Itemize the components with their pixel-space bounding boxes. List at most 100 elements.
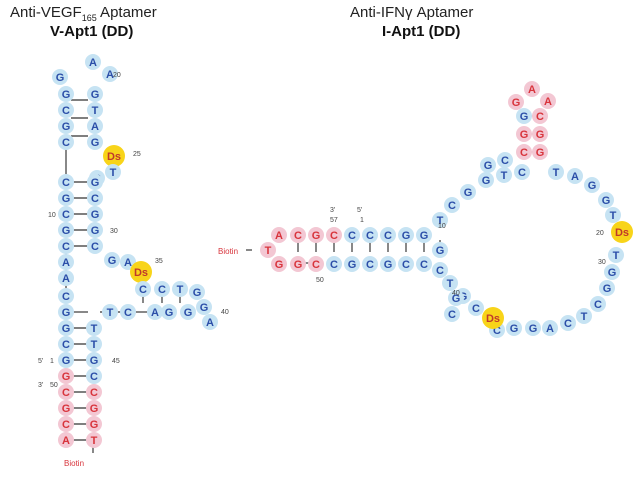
- nucleotide-letter: C: [536, 111, 544, 123]
- nucleotide-letter: C: [91, 241, 99, 253]
- nucleotide-letter: G: [90, 355, 99, 367]
- nucleotide-r33: G: [532, 144, 548, 160]
- nucleotide-l45: T: [86, 336, 102, 352]
- left-header: Anti-VEGF165 Aptamer: [10, 4, 157, 23]
- nucleotide-r31: C: [532, 108, 548, 124]
- nucleotide-r28: A: [524, 81, 540, 97]
- right-biotin-label: Biotin: [218, 247, 238, 256]
- nucleotide-letter: G: [520, 129, 529, 141]
- nucleotide-r2: T: [260, 242, 276, 258]
- nucleotide-l48: G: [86, 352, 102, 368]
- nucleotide-letter: T: [91, 435, 98, 447]
- nucleotide-letter: G: [348, 259, 357, 271]
- nucleotide-letter: T: [613, 250, 620, 262]
- nucleotide-r10: C: [362, 227, 378, 243]
- nucleotide-letter: A: [62, 435, 70, 447]
- nucleotide-letter: G: [184, 307, 193, 319]
- nucleotide-circle: [604, 264, 620, 280]
- nucleotide-letter: G: [193, 287, 202, 299]
- nucleotide-letter: G: [62, 193, 71, 205]
- nucleotide-circle: [86, 320, 102, 336]
- nucleotide-l1: G: [52, 69, 68, 85]
- nucleotide-l34: G: [189, 284, 205, 300]
- nucleotide-circle: [196, 299, 212, 315]
- nucleotide-letter: C: [501, 155, 509, 167]
- nucleotide-circle: [326, 227, 342, 243]
- nucleotide-letter: C: [330, 230, 338, 242]
- nucleotide-r56: G: [432, 242, 448, 258]
- nucleotide-r59: C: [497, 152, 513, 168]
- nucleotide-r58: C: [444, 306, 460, 322]
- nucleotide-circle: [58, 352, 74, 368]
- nucleotide-r13: G: [416, 227, 432, 243]
- nucleotide-letter: G: [108, 255, 117, 267]
- nucleotide-letter: G: [312, 230, 321, 242]
- nucleotide-circle: [58, 238, 74, 254]
- nucleotide-circle: [497, 152, 513, 168]
- nucleotide-circle: [58, 254, 74, 270]
- nucleotide-circle: [189, 284, 205, 300]
- nucleotide-r47: A: [542, 320, 558, 336]
- nucleotide-l57: G: [86, 416, 102, 432]
- nucleotide-circle: [87, 238, 103, 254]
- left-num-35: 35: [155, 258, 163, 265]
- right-num-57: 57: [330, 217, 338, 224]
- nucleotide-letter: G: [62, 89, 71, 101]
- nucleotide-letter: Ds: [134, 267, 148, 279]
- nucleotide-letter: C: [448, 200, 456, 212]
- nucleotide-letter: A: [91, 121, 99, 133]
- nucleotide-letter: A: [124, 257, 132, 269]
- nucleotide-circle: [540, 93, 556, 109]
- nucleotide-circle: [362, 227, 378, 243]
- right-num-40: 40: [452, 290, 460, 297]
- nucleotide-circle: [58, 288, 74, 304]
- nucleotide-l22: G: [87, 206, 103, 222]
- nucleotide-l36: A: [202, 314, 218, 330]
- nucleotide-circle: [590, 296, 606, 312]
- nucleotide-letter: C: [91, 193, 99, 205]
- nucleotide-letter: G: [420, 230, 429, 242]
- nucleotide-l6: G: [58, 118, 74, 134]
- left-num-25: 25: [133, 151, 141, 158]
- nucleotide-letter: C: [472, 303, 480, 315]
- nucleotide-letter: G: [91, 89, 100, 101]
- nucleotide-circle: [380, 256, 396, 272]
- nucleotide-circle: [599, 280, 615, 296]
- nucleotide-circle: [260, 242, 276, 258]
- nucleotide-r46: C: [560, 315, 576, 331]
- nucleotide-circle: [398, 227, 414, 243]
- nucleotide-r17: G: [380, 256, 396, 272]
- nucleotide-l18: G: [58, 222, 74, 238]
- nucleotide-r1: A: [271, 227, 287, 243]
- nucleotide-r25: C: [514, 164, 530, 180]
- nucleotide-l37: G: [180, 304, 196, 320]
- nucleotide-letter: G: [62, 355, 71, 367]
- nucleotide-circle: [344, 227, 360, 243]
- nucleotide-r23: G: [478, 172, 494, 188]
- nucleotide-letter: C: [62, 339, 70, 351]
- nucleotide-letter: G: [436, 245, 445, 257]
- nucleotide-letter: G: [62, 225, 71, 237]
- nucleotide-l14: T: [105, 164, 121, 180]
- nucleotide-r7: G: [290, 256, 306, 272]
- nucleotide-r35: T: [548, 164, 564, 180]
- nucleotide-circle: [58, 174, 74, 190]
- nucleotide-circle: [308, 227, 324, 243]
- nucleotide-l47: G: [58, 352, 74, 368]
- left-num-20: 20: [113, 72, 121, 79]
- nucleotide-letter: C: [330, 259, 338, 271]
- nucleotide-r16: C: [362, 256, 378, 272]
- nucleotide-circle: [506, 320, 522, 336]
- nucleotide-letter: T: [110, 167, 117, 179]
- nucleotide-circle: [154, 281, 170, 297]
- nucleotide-circle: [525, 320, 541, 336]
- nucleotide-circle: [605, 207, 621, 223]
- nucleotide-letter: C: [436, 265, 444, 277]
- nucleotide-circle: [542, 320, 558, 336]
- nucleotide-r24: T: [496, 167, 512, 183]
- nucleotide-circle: [308, 256, 324, 272]
- left-num-40: 40: [221, 309, 229, 316]
- nucleotide-circle: [58, 190, 74, 206]
- nucleotide-l3: A: [102, 66, 118, 82]
- nucleotide-circle: [460, 184, 476, 200]
